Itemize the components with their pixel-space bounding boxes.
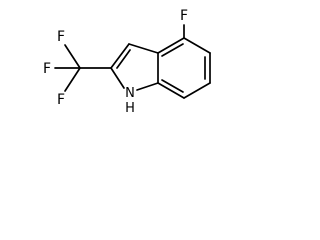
bond-n1-c7a bbox=[136, 82, 159, 91]
indole-structure-diagram: F F F F N H bbox=[43, 8, 211, 116]
bond-c7-c7a-inner bbox=[161, 79, 184, 93]
fluorine-atom-cf3-left: F bbox=[43, 61, 51, 77]
bond-c3-c2-inner bbox=[116, 49, 131, 69]
bond-cf3-f-bottom bbox=[64, 67, 81, 92]
nitrogen-atom: N bbox=[125, 86, 135, 101]
chemical-structure-canvas: F F F F N H bbox=[0, 0, 222, 140]
bond-c2-n1 bbox=[110, 67, 125, 89]
bond-c3a-c4-inner bbox=[161, 43, 184, 57]
nitrogen-hydrogen-atom: H bbox=[125, 101, 135, 116]
fluorine-atom-cf3-top: F bbox=[57, 29, 65, 45]
fluorine-atom-aromatic: F bbox=[180, 8, 188, 24]
bond-c3-c2 bbox=[110, 43, 130, 69]
bond-cf3-f-top bbox=[64, 44, 81, 69]
bond-c4-c5 bbox=[183, 37, 211, 54]
bond-c3a-c4 bbox=[157, 37, 185, 54]
bond-c7-c7a bbox=[157, 82, 185, 99]
fluorine-atom-cf3-bottom: F bbox=[57, 92, 65, 108]
bond-c6-c7 bbox=[183, 82, 211, 99]
bond-c3a-c3 bbox=[128, 43, 159, 54]
